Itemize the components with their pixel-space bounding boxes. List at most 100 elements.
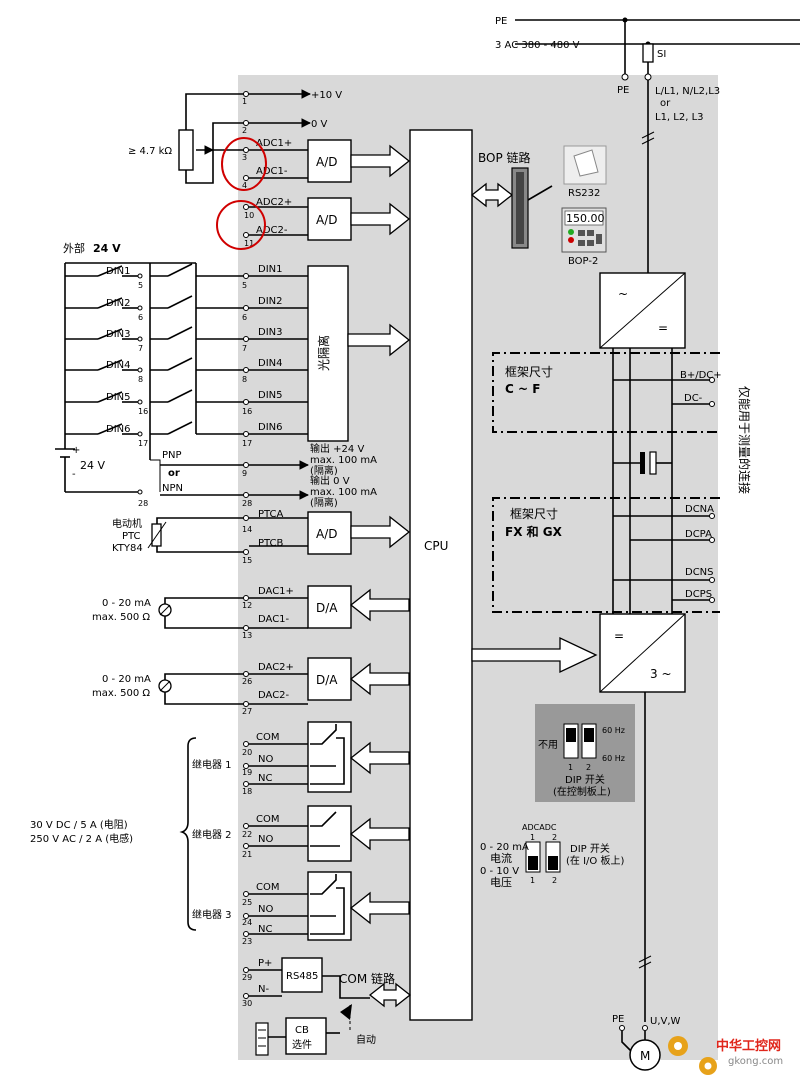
svg-text:3 AC 380 - 480 V: 3 AC 380 - 480 V	[495, 40, 580, 51]
svg-text:16: 16	[138, 407, 148, 416]
svg-text:12: 12	[242, 601, 252, 610]
svg-text:30 V DC / 5 A (电阻): 30 V DC / 5 A (电阻)	[30, 818, 128, 831]
svg-text:1: 1	[530, 876, 535, 885]
svg-text:10: 10	[244, 211, 254, 220]
internal-din-switches	[150, 263, 246, 435]
svg-text:gkong.com: gkong.com	[728, 1056, 783, 1067]
svg-text:17: 17	[242, 439, 252, 448]
svg-text:DIN2: DIN2	[258, 296, 283, 307]
signal-arrows	[347, 144, 598, 1008]
rectifier-ac: ~	[618, 287, 628, 301]
inverter-dc: =	[614, 629, 624, 643]
svg-text:1: 1	[242, 97, 247, 106]
svg-text:输出 0 V: 输出 0 V	[310, 474, 350, 487]
svg-text:DIN3: DIN3	[106, 329, 131, 340]
svg-text:6: 6	[242, 313, 247, 322]
svg-text:1: 1	[568, 763, 573, 772]
svg-text:≥ 4.7 kΩ: ≥ 4.7 kΩ	[128, 146, 172, 157]
svg-text:14: 14	[242, 525, 252, 534]
svg-text:L/L1, N/L2,L3: L/L1, N/L2,L3	[655, 86, 720, 97]
svg-text:19: 19	[242, 768, 252, 777]
relay-1: 继电器 1 COM NO NC 20 19 18	[192, 721, 352, 796]
svg-text:NO: NO	[258, 904, 273, 915]
svg-text:60 Hz: 60 Hz	[602, 754, 625, 763]
svg-text:60 Hz: 60 Hz	[602, 726, 625, 735]
svg-text:250 V AC / 2 A (电感): 250 V AC / 2 A (电感)	[30, 832, 133, 845]
svg-text:ADC1+: ADC1+	[256, 138, 292, 149]
svg-text:-: -	[72, 469, 76, 480]
svg-text:2: 2	[552, 833, 557, 842]
svg-text:+10 V: +10 V	[311, 90, 342, 101]
mains-supply: PE 3 AC 380 - 480 V PE SI L/L1, N/L2,L3 …	[495, 16, 800, 273]
svg-text:KTY84: KTY84	[112, 543, 143, 554]
analog-inputs: ≥ 4.7 kΩ +10 V 0 V 1 2 3 4 10 11 ADC1+ A…	[128, 89, 352, 250]
svg-text:PE: PE	[495, 16, 507, 27]
svg-text:ADC2+: ADC2+	[256, 197, 292, 208]
digital-inputs: 外部 24 V DIN1 DIN2 DIN3 DIN4 DIN5 DIN6 5 …	[55, 241, 377, 509]
svg-text:COM: COM	[256, 814, 279, 825]
svg-text:16: 16	[242, 407, 252, 416]
dip-switch-control: 不用 60 Hz 60 Hz 1 2 DIP 开关 (在控制板上)	[535, 704, 635, 802]
svg-text:30: 30	[242, 999, 252, 1008]
svg-text:4: 4	[242, 181, 247, 190]
svg-text:6: 6	[138, 313, 143, 322]
svg-text:框架尺寸: 框架尺寸	[505, 365, 553, 379]
svg-text:8: 8	[138, 375, 143, 384]
svg-text:DCPS: DCPS	[685, 589, 712, 600]
svg-text:不用: 不用	[538, 740, 558, 751]
svg-text:DIN6: DIN6	[258, 422, 283, 433]
svg-text:0 - 20 mA: 0 - 20 mA	[480, 842, 529, 853]
svg-text:PE: PE	[612, 1014, 624, 1025]
relay-outputs: 30 V DC / 5 A (电阻) 250 V AC / 2 A (电感) 继…	[30, 721, 352, 946]
svg-text:0 - 20 mA: 0 - 20 mA	[102, 598, 151, 609]
svg-text:1: 1	[530, 833, 535, 842]
motor-connection: PE U,V,W M	[612, 1014, 681, 1071]
watermark-logo: 中华工控网 gkong.com	[668, 1036, 783, 1075]
cpu-label: CPU	[424, 539, 448, 553]
power-section: ~ = 框架尺寸 C ~ F 框架尺寸 FX 和 GX B+/DC+ DC- D…	[492, 272, 752, 1022]
relay-2: 继电器 2 COM NO 22 21	[192, 805, 352, 862]
svg-text:5: 5	[242, 281, 247, 290]
svg-text:max. 500 Ω: max. 500 Ω	[92, 612, 150, 623]
opto-isolator-label: 光隔离	[316, 335, 331, 371]
svg-text:0 - 10 V: 0 - 10 V	[480, 866, 519, 877]
svg-text:B+/DC+: B+/DC+	[680, 370, 722, 381]
dip-switch-io: ADCADC 1 2 1 2 0 - 20 mA 电流 0 - 10 V 电压 …	[480, 823, 624, 889]
serial-interface: P+ N- 29 30 RS485 COM 链路 CB 选件 自动	[242, 957, 395, 1056]
svg-text:29: 29	[242, 973, 252, 982]
svg-text:FX 和 GX: FX 和 GX	[505, 524, 563, 539]
svg-text:DIP 开关: DIP 开关	[565, 773, 605, 786]
svg-text:23: 23	[242, 937, 252, 946]
rectifier-dc: =	[658, 321, 668, 335]
analog-outputs: 0 - 20 mA max. 500 Ω 12 13 DAC1+ DAC1- D…	[92, 585, 352, 716]
svg-text:28: 28	[242, 499, 252, 508]
svg-text:13: 13	[242, 631, 252, 640]
svg-text:PTC: PTC	[122, 531, 141, 542]
potentiometer	[178, 129, 194, 171]
svg-text:继电器 3: 继电器 3	[192, 908, 232, 921]
svg-text:自动: 自动	[356, 1033, 376, 1046]
svg-text:电动机: 电动机	[112, 517, 142, 530]
svg-text:PTCA: PTCA	[258, 509, 284, 520]
svg-text:25: 25	[242, 898, 252, 907]
svg-text:DAC1-: DAC1-	[258, 614, 290, 625]
svg-text:NC: NC	[258, 773, 272, 784]
svg-text:N-: N-	[258, 984, 269, 995]
svg-text:BOP 链路: BOP 链路	[478, 150, 531, 165]
svg-text:2: 2	[552, 876, 557, 885]
relay-3: 继电器 3 COM NO NC 25 24 23	[192, 871, 352, 946]
svg-text:+: +	[72, 445, 80, 456]
svg-text:DIN4: DIN4	[106, 360, 131, 371]
svg-text:(在控制板上): (在控制板上)	[553, 785, 611, 798]
bop-panel: BOP 链路 RS232 150.00 BOP-2	[478, 145, 607, 267]
svg-text:选件: 选件	[292, 1038, 312, 1051]
svg-text:11: 11	[244, 239, 254, 248]
svg-text:继电器 2: 继电器 2	[192, 828, 232, 841]
svg-text:DIN6: DIN6	[106, 424, 131, 435]
svg-text:26: 26	[242, 677, 252, 686]
svg-text:D/A: D/A	[316, 601, 338, 615]
svg-text:18: 18	[242, 787, 252, 796]
svg-text:A/D: A/D	[316, 527, 338, 541]
svg-text:NC: NC	[258, 924, 272, 935]
